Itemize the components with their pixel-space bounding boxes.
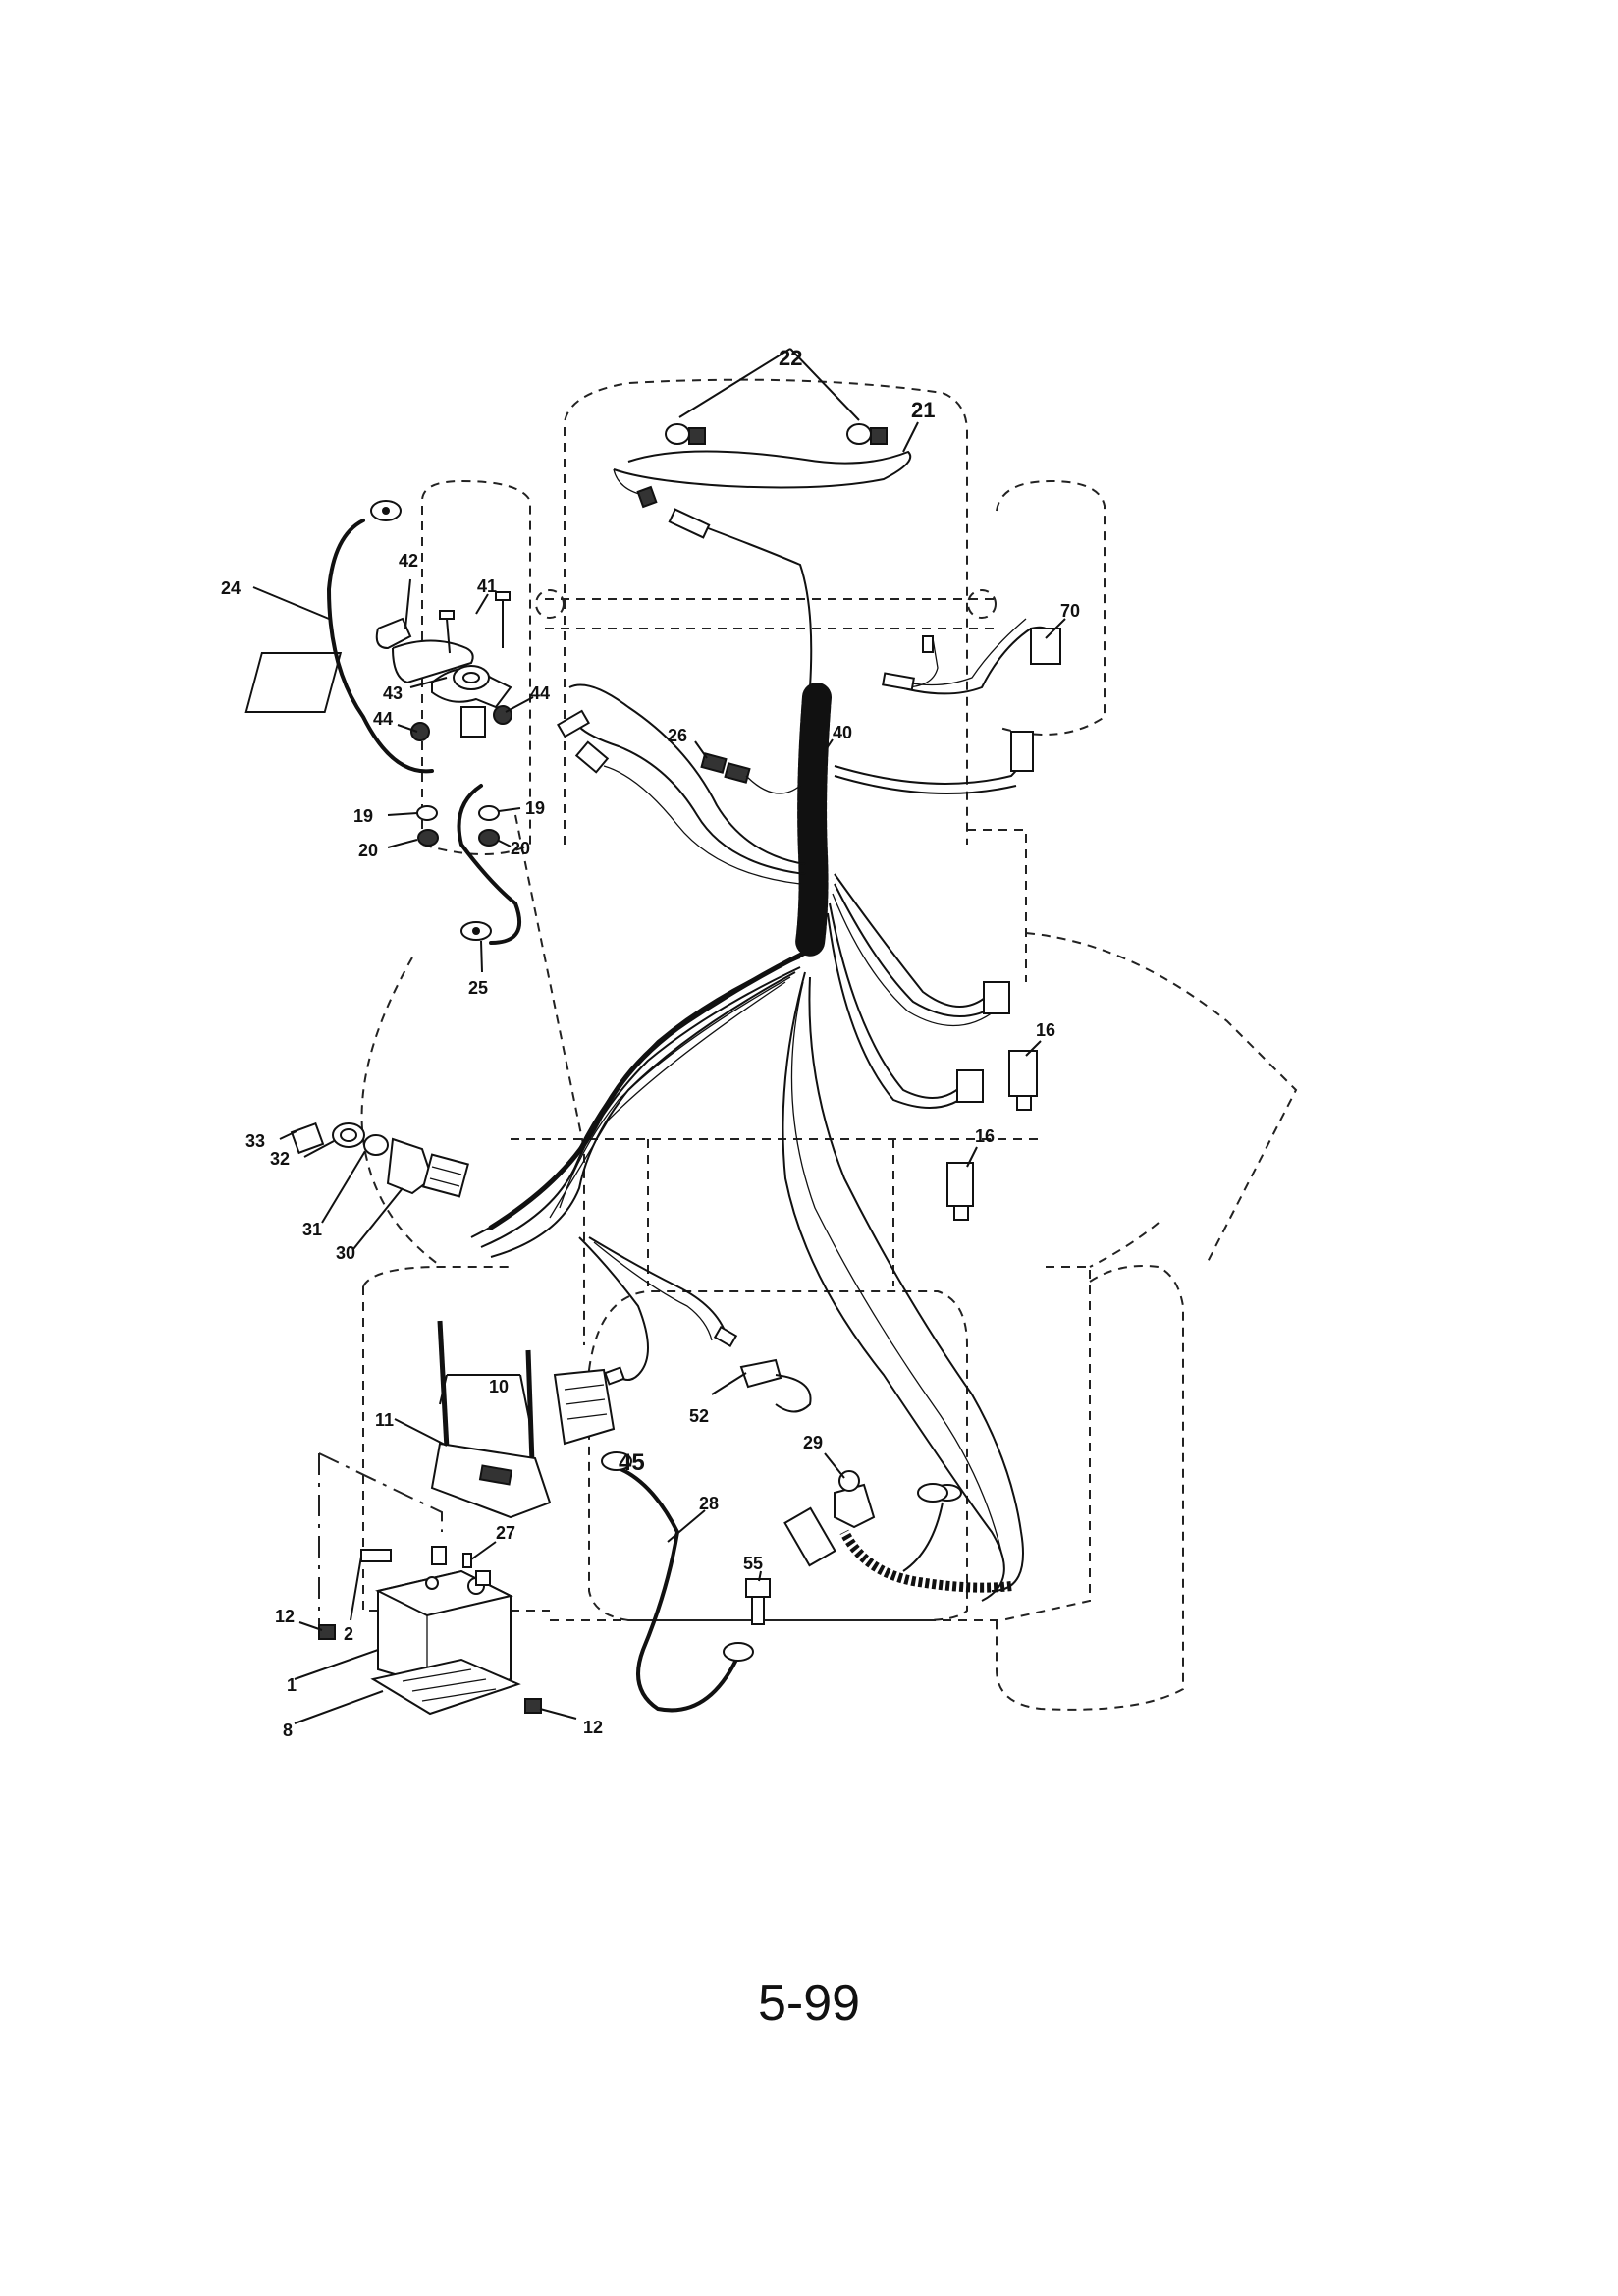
callout-20b: 20: [511, 839, 530, 858]
callout-19b: 19: [525, 798, 545, 818]
callout-40: 40: [833, 723, 852, 742]
callout-43: 43: [383, 683, 403, 703]
callout-52: 52: [689, 1406, 709, 1426]
callout-55: 55: [743, 1554, 763, 1573]
callout-45: 45: [619, 1449, 645, 1476]
callout-24: 24: [221, 578, 241, 598]
callout-19a: 19: [353, 806, 373, 826]
callout-11: 11: [375, 1410, 394, 1430]
callout-12a: 12: [275, 1607, 295, 1626]
page-number: 5-99: [757, 1975, 861, 2032]
callout-10: 10: [489, 1377, 509, 1396]
callout-25: 25: [468, 978, 488, 998]
callout-16b: 16: [975, 1126, 995, 1146]
callout-70: 70: [1060, 601, 1080, 621]
callout-16a: 16: [1036, 1020, 1055, 1040]
callout-42: 42: [399, 551, 418, 571]
callout-1: 1: [287, 1675, 297, 1695]
callout-27: 27: [496, 1523, 515, 1543]
callout-33: 33: [245, 1131, 265, 1151]
main-harness: [470, 423, 1061, 1602]
callout-28: 28: [699, 1494, 719, 1513]
callout-21: 21: [911, 398, 935, 422]
callout-leads: [252, 348, 1066, 1724]
battery-assembly: [318, 1320, 948, 1716]
callout-29: 29: [803, 1433, 823, 1452]
callout-31: 31: [302, 1220, 322, 1239]
callout-labels: 22 21 24 42 41 70 43 44 44 40 26 19 19 2…: [221, 346, 1080, 1740]
solenoid-assembly: [244, 500, 521, 945]
callout-22: 22: [779, 346, 802, 370]
switches: [553, 1050, 1038, 1529]
tractor-outline: [318, 378, 1298, 1711]
callout-8: 8: [283, 1721, 293, 1740]
callout-26: 26: [668, 726, 687, 745]
callout-12b: 12: [583, 1718, 603, 1737]
callout-32: 32: [270, 1149, 290, 1169]
callout-41: 41: [477, 576, 497, 596]
ignition-switch: [290, 1121, 469, 1198]
callout-2: 2: [344, 1624, 353, 1644]
callout-30: 30: [336, 1243, 355, 1263]
callout-44b: 44: [373, 709, 393, 729]
callout-44a: 44: [530, 683, 550, 703]
callout-20a: 20: [358, 841, 378, 860]
